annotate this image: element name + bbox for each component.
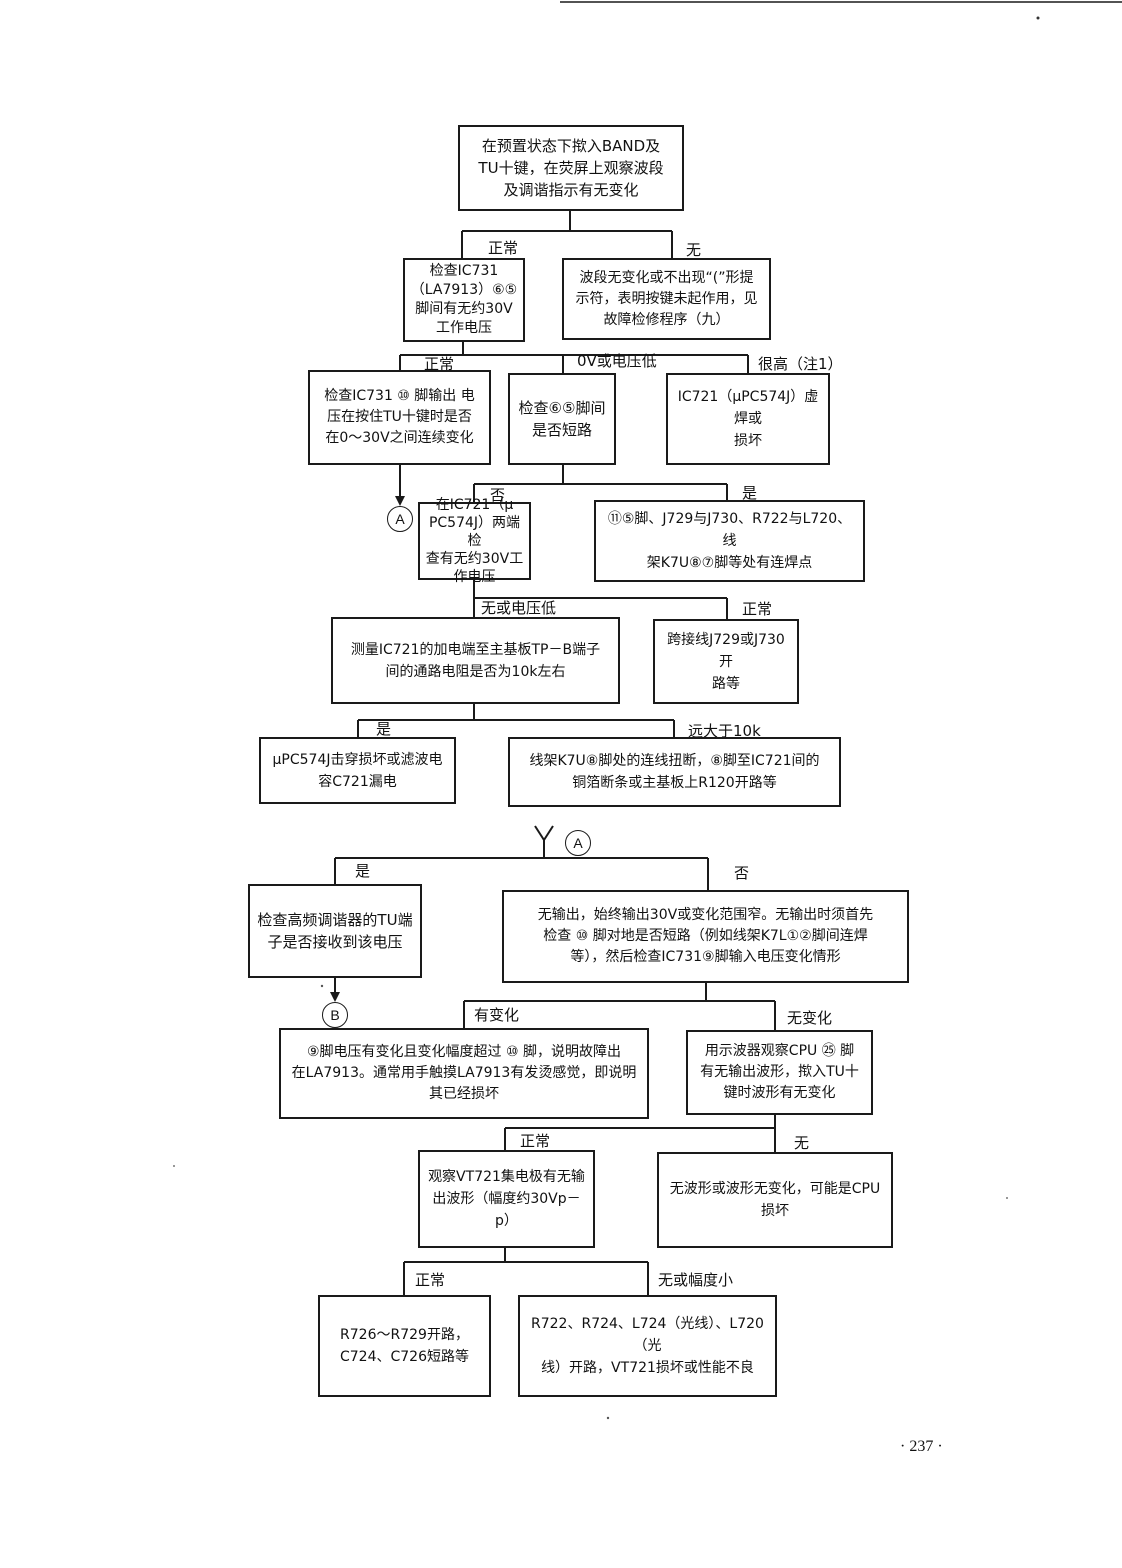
check-tuner-tu-box: 检查高频调谐器的TU端 子是否接收到该电压 <box>248 884 422 978</box>
r726-open-box: R726～R729开路， C724、C726短路等 <box>318 1295 491 1397</box>
branch-label-normal: 正常 <box>415 1271 446 1289</box>
branch-label-none-or-low: 无或电压低 <box>481 599 557 617</box>
step-start-box: 在预置状态下揿入BAND及 TU十键，在荧屏上观察波段 及调谐指示有无变化 <box>458 125 684 211</box>
oscilloscope-cpu-box: 用示波器观察CPU ㉕ 脚 有无输出波形，揿入TU十 键时波形有无变化 <box>686 1030 873 1115</box>
connector-a-marker: A <box>387 506 413 532</box>
r722-open-box: R722、R724、L724（光线）、L720（光 线）开路，VT721损坏或性… <box>518 1295 777 1397</box>
branch-label-normal: 正常 <box>488 239 519 257</box>
branch-label-no: 否 <box>490 486 506 504</box>
check-ic731-pins-box: 检查IC731 （LA7913）⑥⑤ 脚间有无约30V 工作电压 <box>403 258 525 342</box>
solder-bridge-box: ⑪⑤脚、J729与J730、R722与L720、线 架K7U⑧⑦脚等处有连焊点 <box>594 500 865 582</box>
branch-label-changed: 有变化 <box>474 1006 520 1024</box>
branch-label-none-or-small: 无或幅度小 <box>658 1271 734 1289</box>
band-no-change-box: 波段无变化或不出现“(”形提 示符，表明按键未起作用，见 故障检修程序（九） <box>562 258 771 340</box>
branch-label-normal: 正常 <box>742 600 773 618</box>
branch-label-yes: 是 <box>376 720 392 738</box>
branch-label-very-high: 很高（注1） <box>758 355 843 373</box>
ic721-voltage-check-box: 在IC721（μ PC574J）两端检 查有无约30V工 作电压 <box>418 497 531 585</box>
observe-vt721-box: 观察VT721集电极有无输 出波形（幅度约30Vp－p） <box>418 1150 595 1248</box>
branch-label-none: 无 <box>686 241 702 259</box>
branch-label-no: 否 <box>734 864 750 882</box>
ic721-faulty-box: IC721（μPC574J）虚焊或 损坏 <box>666 373 830 465</box>
branch-label-yes: 是 <box>355 862 371 880</box>
branch-label-0v-or-low: 0V或电压低 <box>577 352 657 370</box>
wire-break-box: 线架K7U⑧脚处的连线扭断，⑧脚至IC721间的 铜箔断条或主基板上R120开路… <box>508 737 841 807</box>
branch-label-normal: 正常 <box>520 1132 551 1150</box>
measure-resistance-box: 测量IC721的加电端至主基板TP－B端子 间的通路电阻是否为10k左右 <box>331 617 620 704</box>
cpu-damaged-box: 无波形或波形无变化，可能是CPU 损坏 <box>657 1152 893 1248</box>
branch-label-yes: 是 <box>742 484 758 502</box>
page-number: · 237 · <box>900 1438 943 1455</box>
connector-b-marker: B <box>322 1002 348 1028</box>
branch-label-far-above-10k: 远大于10k <box>688 722 761 740</box>
check-ic731-output-box: 检查IC731 ⑩ 脚输出 电 压在按住TU十键时是否 在0～30V之间连续变化 <box>308 370 491 465</box>
connector-a-marker: A <box>565 830 591 856</box>
la7913-damaged-box: ⑨脚电压有变化且变化幅度超过 ⑩ 脚，说明故障出 在LA7913。通常用手触摸L… <box>279 1028 649 1119</box>
branch-label-none: 无 <box>794 1134 810 1152</box>
no-output-check-box: 无输出，始终输出30V或变化范围窄。无输出时须首先 检查 ⑩ 脚对地是否短路（例… <box>502 890 909 983</box>
branch-label-normal: 正常 <box>424 355 455 373</box>
check-pins-short-box: 检查⑥⑤脚间 是否短路 <box>508 373 616 465</box>
upc574j-breakdown-box: μPC574J击穿损坏或滤波电 容C721漏电 <box>259 737 456 804</box>
jumper-open-box: 跨接线J729或J730开 路等 <box>653 619 799 704</box>
branch-label-unchanged: 无变化 <box>787 1009 833 1027</box>
